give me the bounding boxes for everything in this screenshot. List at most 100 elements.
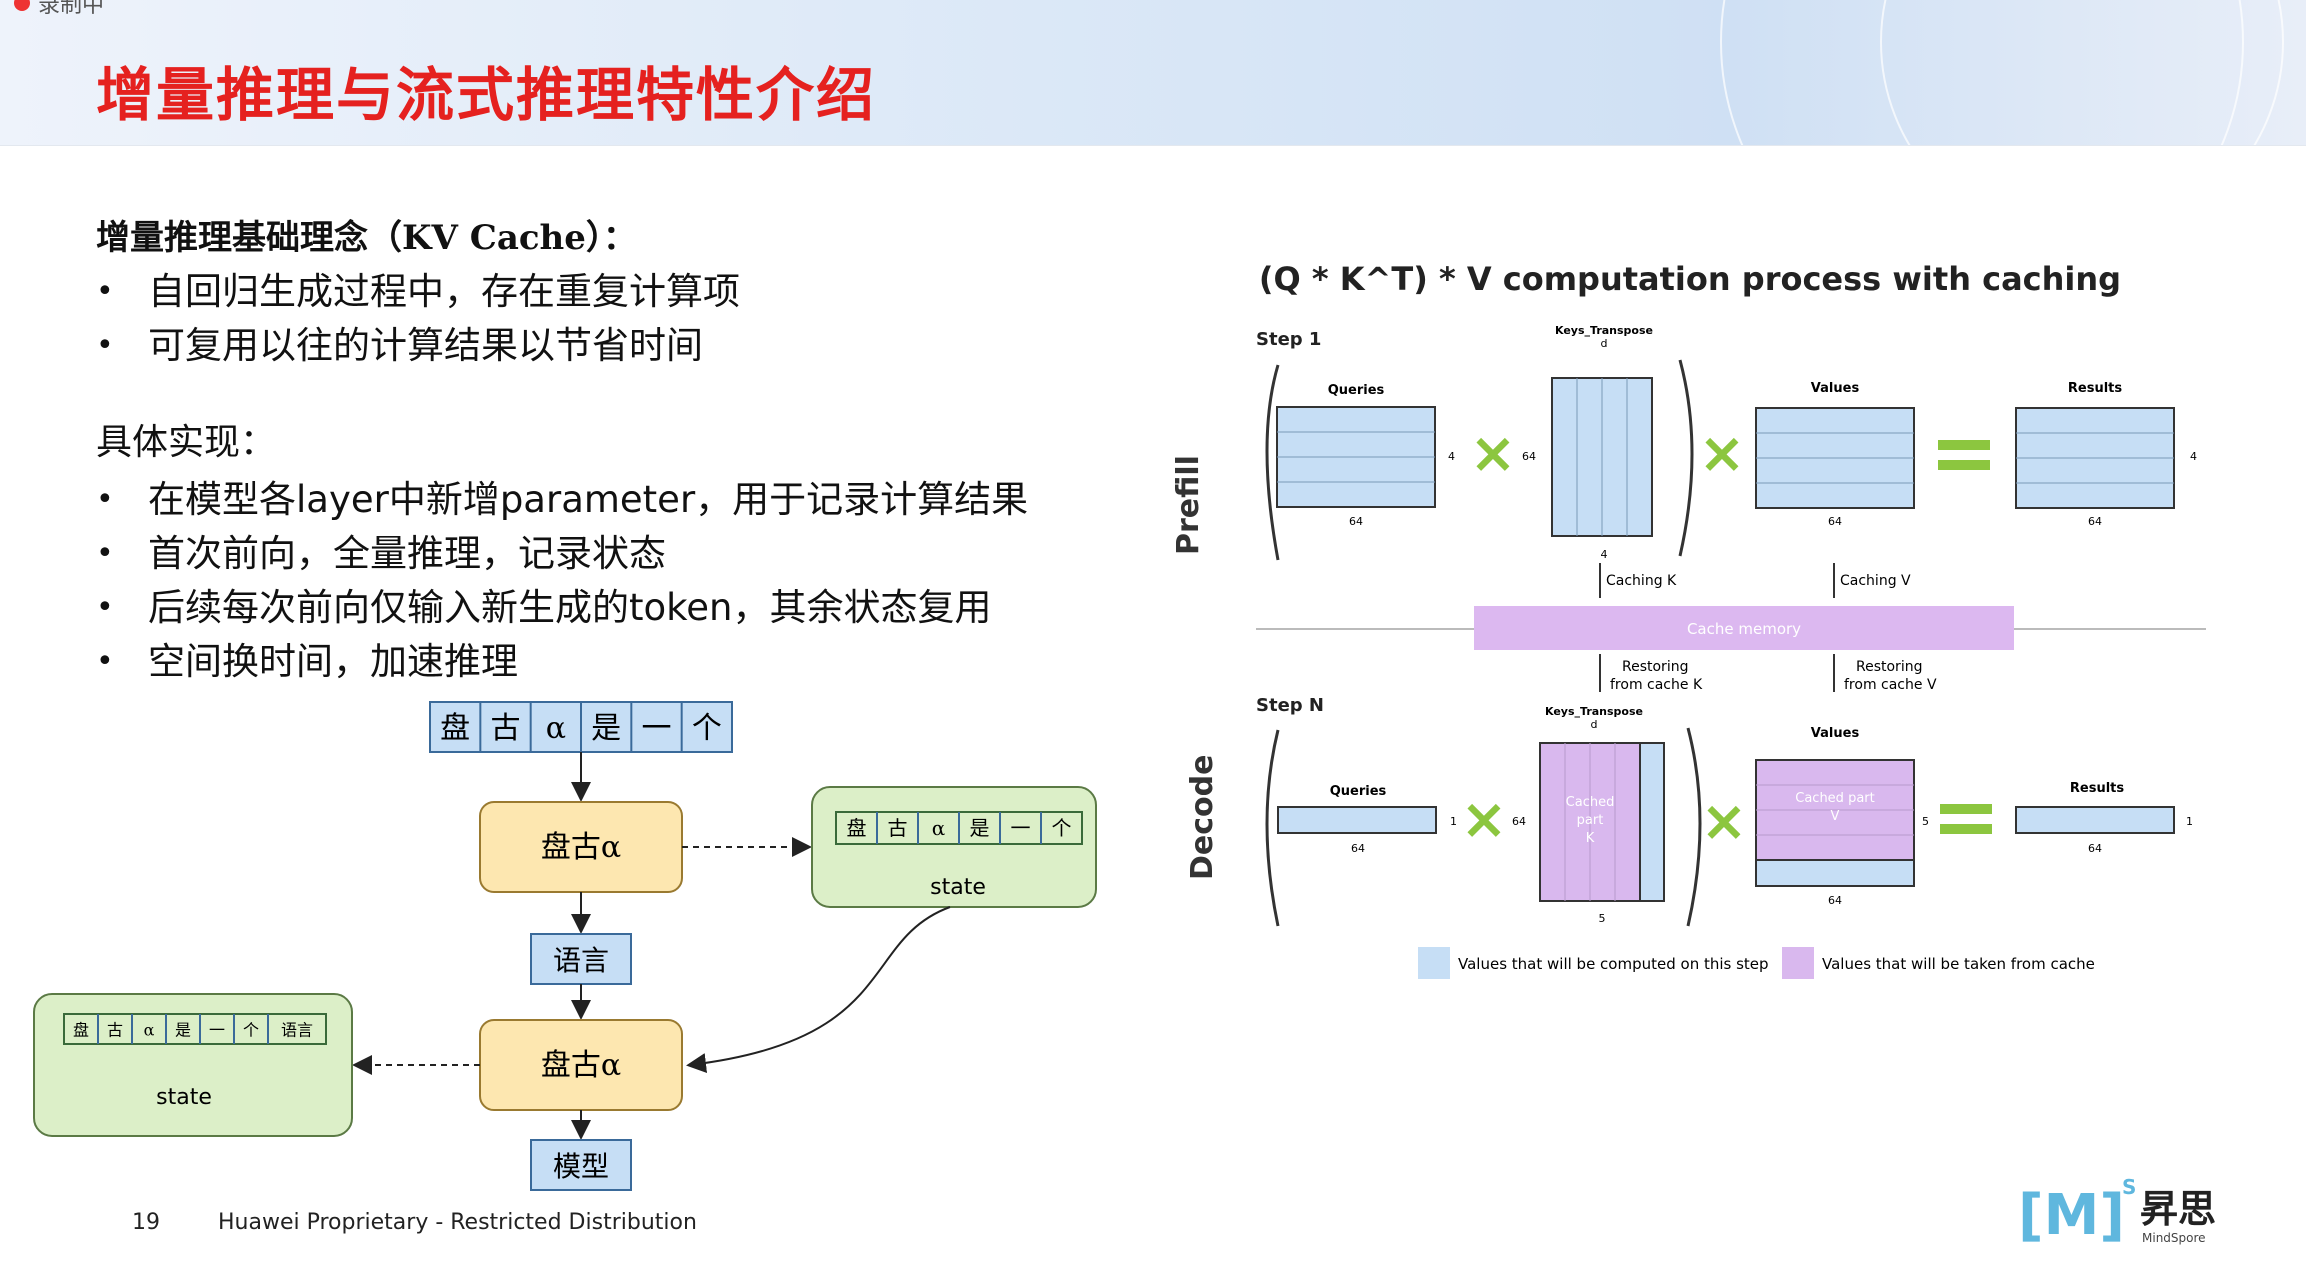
legend-swatch-computed: [1418, 947, 1450, 979]
svg-text:4: 4: [2190, 450, 2197, 463]
svg-text:part: part: [1577, 813, 1604, 828]
kv-title: (Q * K^T) * V computation process with c…: [1259, 260, 2121, 298]
output-token-2: 模型: [530, 1139, 632, 1191]
svg-text:64: 64: [1512, 815, 1526, 828]
token-cell: 古: [491, 711, 521, 746]
values-label: Values: [1811, 381, 1860, 396]
restoring-k-label: from cache K: [1610, 677, 1703, 693]
svg-text:64: 64: [1828, 515, 1842, 528]
multiply-icon: ×: [1470, 421, 1517, 486]
kv-cache-diagram: (Q * K^T) * V computation process with c…: [1171, 260, 2206, 979]
svg-text:Restoring: Restoring: [1622, 659, 1688, 675]
stepN-label: Step N: [1256, 695, 1324, 716]
token-cell: 一: [642, 711, 672, 746]
values-matrix-step1: [1755, 407, 1915, 509]
queries-matrix-step1: [1276, 406, 1436, 508]
svg-text:64: 64: [2088, 842, 2102, 855]
svg-text:Keys_Transpose: Keys_Transpose: [1545, 705, 1643, 718]
token-cell: 是: [591, 711, 621, 746]
model-box-1: 盘古α: [479, 801, 683, 893]
token-cell: 是: [970, 816, 990, 840]
model-box-2: 盘古α: [479, 1019, 683, 1111]
svg-text:d: d: [1591, 718, 1598, 731]
caching-v-label: Caching V: [1840, 573, 1911, 589]
keys-matrix-stepN: Cached part K: [1539, 742, 1665, 902]
record-dot-icon: [14, 0, 30, 11]
output-text: 语言: [553, 944, 609, 977]
svg-text:4: 4: [1448, 450, 1455, 463]
svg-text:Cache memory: Cache memory: [1687, 620, 1801, 638]
svg-text:Cached part: Cached part: [1795, 791, 1874, 806]
state-label: state: [156, 1085, 212, 1110]
output-token-1: 语言: [530, 933, 632, 985]
token-cell: 个: [243, 1021, 259, 1040]
svg-text:Queries: Queries: [1330, 784, 1387, 799]
svg-text:1: 1: [1450, 815, 1457, 828]
legend-computed: Values that will be computed on this ste…: [1458, 955, 1769, 973]
prefill-label: Prefill: [1171, 455, 1206, 555]
logo-mark: [M]: [2018, 1183, 2125, 1248]
legend: Values that will be computed on this ste…: [1418, 947, 2095, 979]
token-cell: 个: [692, 711, 722, 746]
svg-text:5: 5: [1922, 815, 1929, 828]
multiply-icon: ×: [1461, 787, 1508, 852]
keys-label: Keys_Transpose: [1555, 324, 1653, 337]
svg-text:V: V: [1831, 809, 1840, 824]
list-item: 自回归生成过程中，存在重复计算项: [96, 265, 1096, 319]
list-item: 空间换时间，加速推理: [96, 635, 1096, 689]
equals-icon: [1940, 804, 1992, 834]
results-label: Results: [2068, 381, 2122, 396]
legend-swatch-cached: [1782, 947, 1814, 979]
model-label: 盘古α: [541, 830, 621, 865]
equals-icon: [1938, 440, 1990, 470]
svg-text:64: 64: [1349, 515, 1363, 528]
svg-text:Cached: Cached: [1566, 795, 1615, 810]
token-cell: 一: [1011, 816, 1031, 840]
keys-matrix-step1: [1551, 377, 1653, 537]
token-cell: 语言: [281, 1021, 313, 1040]
queries-label: Queries: [1328, 383, 1385, 398]
list-item: 后续每次前向仅输入新生成的token，其余状态复用: [96, 581, 1096, 635]
slide-header: 录制中 增量推理与流式推理特性介绍: [0, 0, 2306, 146]
slide-title: 增量推理与流式推理特性介绍: [96, 61, 877, 129]
logo-en: MindSpore: [2142, 1231, 2206, 1245]
svg-text:K: K: [1586, 831, 1595, 846]
restoring-v-label: from cache V: [1844, 677, 1937, 693]
svg-text:64: 64: [1828, 894, 1842, 907]
output-text: 模型: [553, 1150, 609, 1183]
svg-text:S: S: [2122, 1175, 2136, 1199]
list-item: 可复用以往的计算结果以节省时间: [96, 319, 1096, 373]
token-cell: α: [932, 816, 946, 840]
values-matrix-stepN: Cached part V: [1755, 759, 1915, 887]
list-item: 在模型各layer中新增parameter，用于记录计算结果: [96, 473, 1096, 527]
section1-heading: 增量推理基础理念（KV Cache）：: [96, 218, 637, 258]
svg-text:Results: Results: [2070, 781, 2124, 796]
token-cell: 盘: [73, 1021, 89, 1040]
section1-list: 自回归生成过程中，存在重复计算项 可复用以往的计算结果以节省时间: [96, 265, 1096, 373]
results-matrix-step1: [2015, 407, 2175, 509]
svg-text:Restoring: Restoring: [1856, 659, 1922, 675]
decode-label: Decode: [1185, 755, 1220, 880]
recording-indicator: 录制中: [14, 0, 104, 18]
step1-label: Step 1: [1256, 329, 1321, 350]
mindspore-logo: [M] S 昇思 MindSpore: [2018, 1175, 2216, 1248]
svg-text:64: 64: [1351, 842, 1365, 855]
section2-heading: 具体实现：: [96, 422, 277, 463]
token-cell: 盘: [440, 711, 470, 746]
token-cell: 古: [107, 1021, 123, 1040]
svg-text:Values: Values: [1811, 726, 1860, 741]
token-cell: 个: [1052, 816, 1072, 840]
token-cell: 古: [888, 816, 908, 840]
decor-circle: [1880, 0, 2284, 145]
svg-text:5: 5: [1599, 912, 1606, 925]
results-matrix-stepN: [2015, 806, 2175, 834]
svg-text:64: 64: [2088, 515, 2102, 528]
token-cell: 一: [209, 1021, 225, 1040]
page-number: 19: [132, 1210, 160, 1235]
caching-k-label: Caching K: [1606, 573, 1677, 589]
legend-cached: Values that will be taken from cache: [1822, 955, 2095, 973]
